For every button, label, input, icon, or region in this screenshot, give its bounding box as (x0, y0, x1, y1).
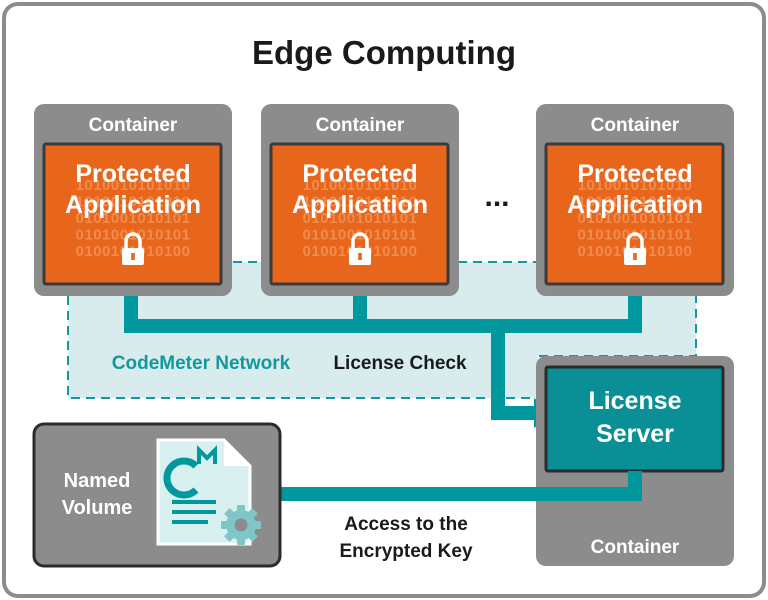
app-title-line2: Application (65, 191, 201, 219)
lock-icon (122, 232, 144, 265)
connector-down (491, 319, 505, 420)
more-containers-ellipsis: ... (484, 180, 509, 213)
access-label-line1: Access to the (344, 514, 468, 535)
lock-icon (349, 232, 371, 265)
named-volume: Named Volume (32, 422, 282, 568)
binary-row: 0101001010101 (578, 210, 693, 227)
binary-row: 1010010101010 (578, 194, 693, 211)
container-3: Container 101001010101010100101010100101… (536, 104, 734, 296)
container-label: Container (591, 115, 680, 136)
license-check-connectors (124, 288, 642, 428)
gear-icon (221, 505, 261, 545)
app-title-line2: Application (567, 191, 703, 219)
protected-application-box (269, 142, 450, 286)
connector-horizontal (278, 487, 642, 501)
binary-row: 0101001010101 (76, 210, 191, 227)
license-server-line1: License (588, 387, 681, 415)
named-volume-line2: Volume (62, 497, 133, 519)
app-title-line1: Protected (577, 160, 692, 188)
binary-row: 1010010101010 (76, 177, 191, 194)
license-server-line2: Server (596, 420, 674, 448)
lock-icon (624, 232, 646, 265)
codemeter-logo-m (197, 445, 217, 464)
binary-background: 1010010101010101001010101001010010101010… (76, 177, 191, 260)
document-line (172, 500, 216, 504)
document-line (172, 520, 208, 524)
binary-row: 1010010101010 (303, 194, 418, 211)
license-check-label: License Check (333, 353, 466, 374)
license-file-icon (156, 438, 252, 546)
container-1: Container 101001010101010100101010100101… (34, 104, 232, 296)
access-label-line2: Encrypted Key (339, 541, 472, 562)
container-label: Container (591, 537, 680, 558)
document-line (172, 510, 216, 514)
connector-to-server (491, 406, 535, 420)
binary-row: 1010010101010 (76, 194, 191, 211)
diagram-title: Edge Computing (252, 34, 516, 71)
named-volume-line1: Named (64, 470, 131, 492)
codemeter-logo-c (163, 457, 199, 499)
document-fold (224, 440, 250, 466)
container-2: Container 101001010101010100101010100101… (261, 104, 459, 296)
binary-background: 1010010101010101001010101001010010101010… (578, 177, 693, 260)
protected-application-box (544, 142, 725, 286)
container-label: Container (89, 115, 178, 136)
app-title-line1: Protected (75, 160, 190, 188)
binary-row: 0101001010101 (303, 210, 418, 227)
protected-application-box (42, 142, 223, 286)
container-label: Container (316, 115, 405, 136)
codemeter-network-label: CodeMeter Network (112, 353, 291, 374)
license-server-container: License Server Container (536, 356, 734, 566)
connector-bus (124, 319, 642, 333)
app-title-line2: Application (292, 191, 428, 219)
binary-row: 1010010101010 (578, 177, 693, 194)
license-server-box (544, 365, 725, 473)
binary-row: 1010010101010 (303, 177, 418, 194)
app-title-line1: Protected (302, 160, 417, 188)
